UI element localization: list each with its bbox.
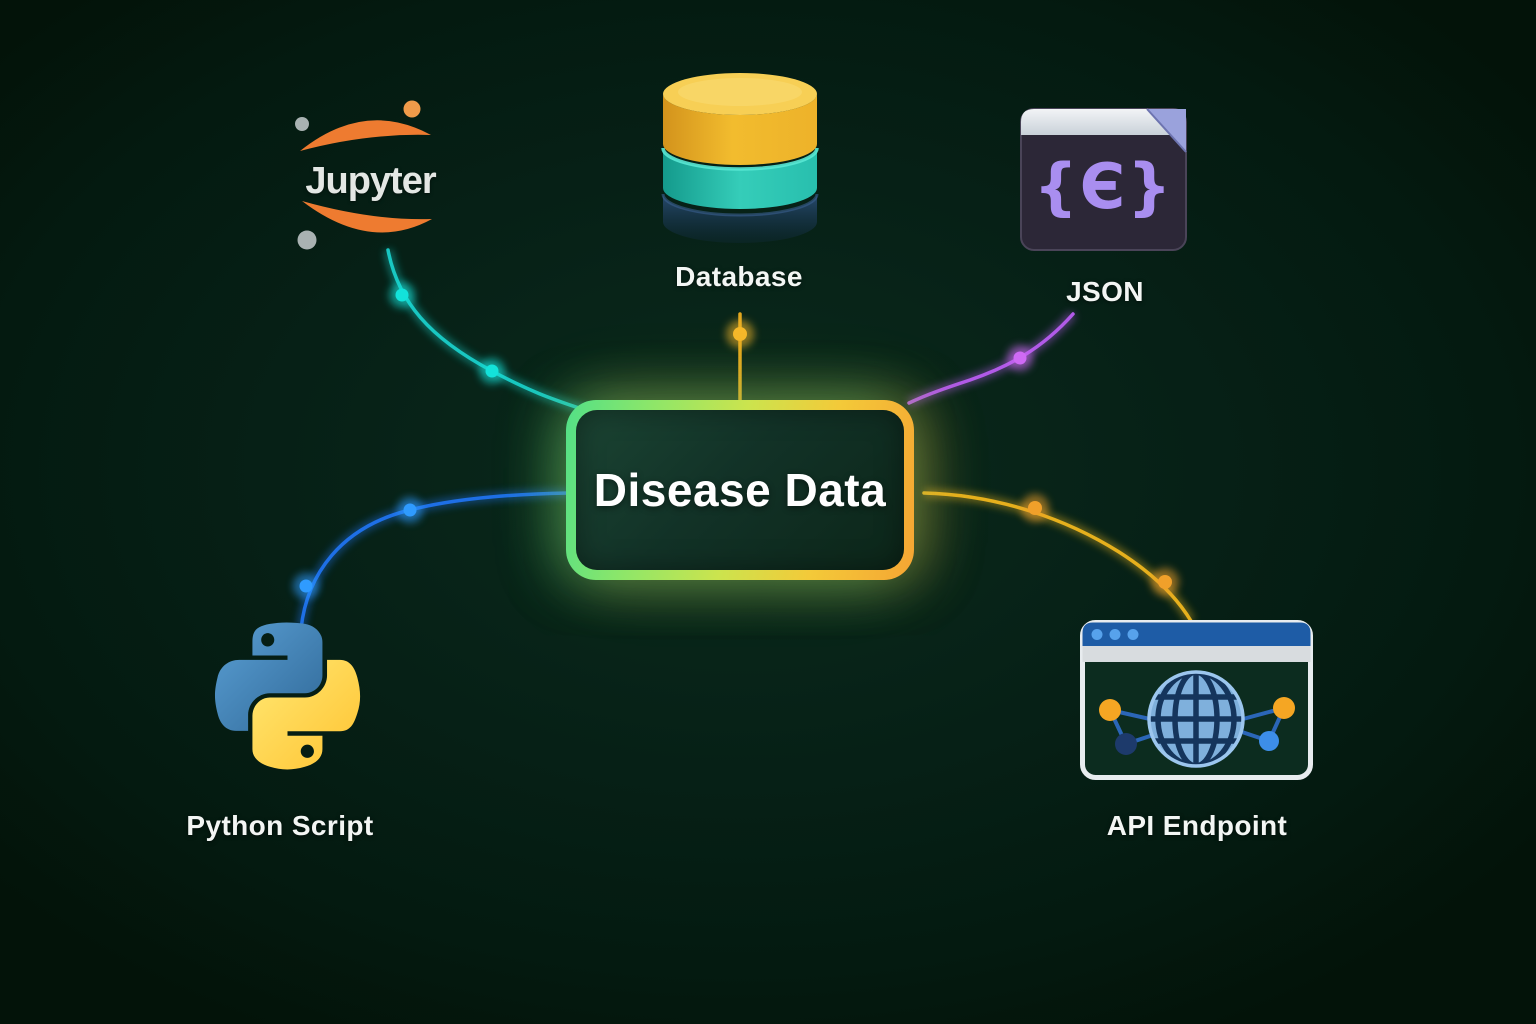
jupyter-logo-text: Jupyter [305,160,436,202]
python-blue-snake [214,622,323,731]
api-toolbar-strip [1082,646,1311,662]
database-teal-band [663,148,817,209]
database-label: Database [675,261,803,292]
python-label: Python Script [186,810,374,841]
connection-json [907,311,1077,408]
api-node-blue [1259,731,1279,751]
jupyter-logo-icon [295,100,432,250]
jupyter-line [386,248,595,415]
json-label: JSON [1066,276,1144,307]
api-line-dot [1158,575,1172,589]
python-line-dot [403,503,417,517]
jupyter-top-crescent [300,120,431,151]
center-node-title: Disease Data [593,464,887,516]
center-node-disease-data: Disease Data [566,400,914,580]
api-title-bar [1082,622,1311,646]
python-line [299,491,571,631]
python-yellow-snake [252,659,361,770]
api-window-dot [1109,629,1121,640]
json-line [907,312,1075,405]
jupyter-line-dot [395,288,409,302]
api-node-orange-left [1099,699,1121,721]
api-line [922,491,1193,623]
api-window-dot [1091,629,1103,640]
api-globe-grid [1149,672,1243,766]
python-line-dot [299,579,313,593]
jupyter-gray-dot [295,117,309,131]
database-yellow-band [663,94,817,165]
json-file-icon [1020,108,1187,251]
api-window-dot [1127,629,1139,640]
center-node-inner: Disease Data [576,410,904,570]
api-node-navy [1115,733,1137,755]
connection-python [293,488,571,631]
json-line-dot [1013,351,1027,365]
api-label: API Endpoint [1106,810,1288,841]
json-braces-glyph: {Є} [1033,150,1174,223]
jupyter-line-dot [485,364,499,378]
database-icon [661,73,819,243]
connection-api [922,488,1195,624]
api-browser-icon [1080,620,1313,780]
python-logo-icon [214,622,361,770]
database-navy-band [663,194,817,243]
database-line-dot [733,327,747,341]
jupyter-bottom-crescent [302,201,432,233]
api-node-orange-right [1273,697,1295,719]
json-file-header-strip [1021,109,1186,135]
connection-jupyter [383,248,595,418]
jupyter-orange-dot [403,100,421,118]
jupyter-gray-dot [297,230,317,250]
api-line-dot [1028,501,1042,515]
connection-database [726,312,754,406]
